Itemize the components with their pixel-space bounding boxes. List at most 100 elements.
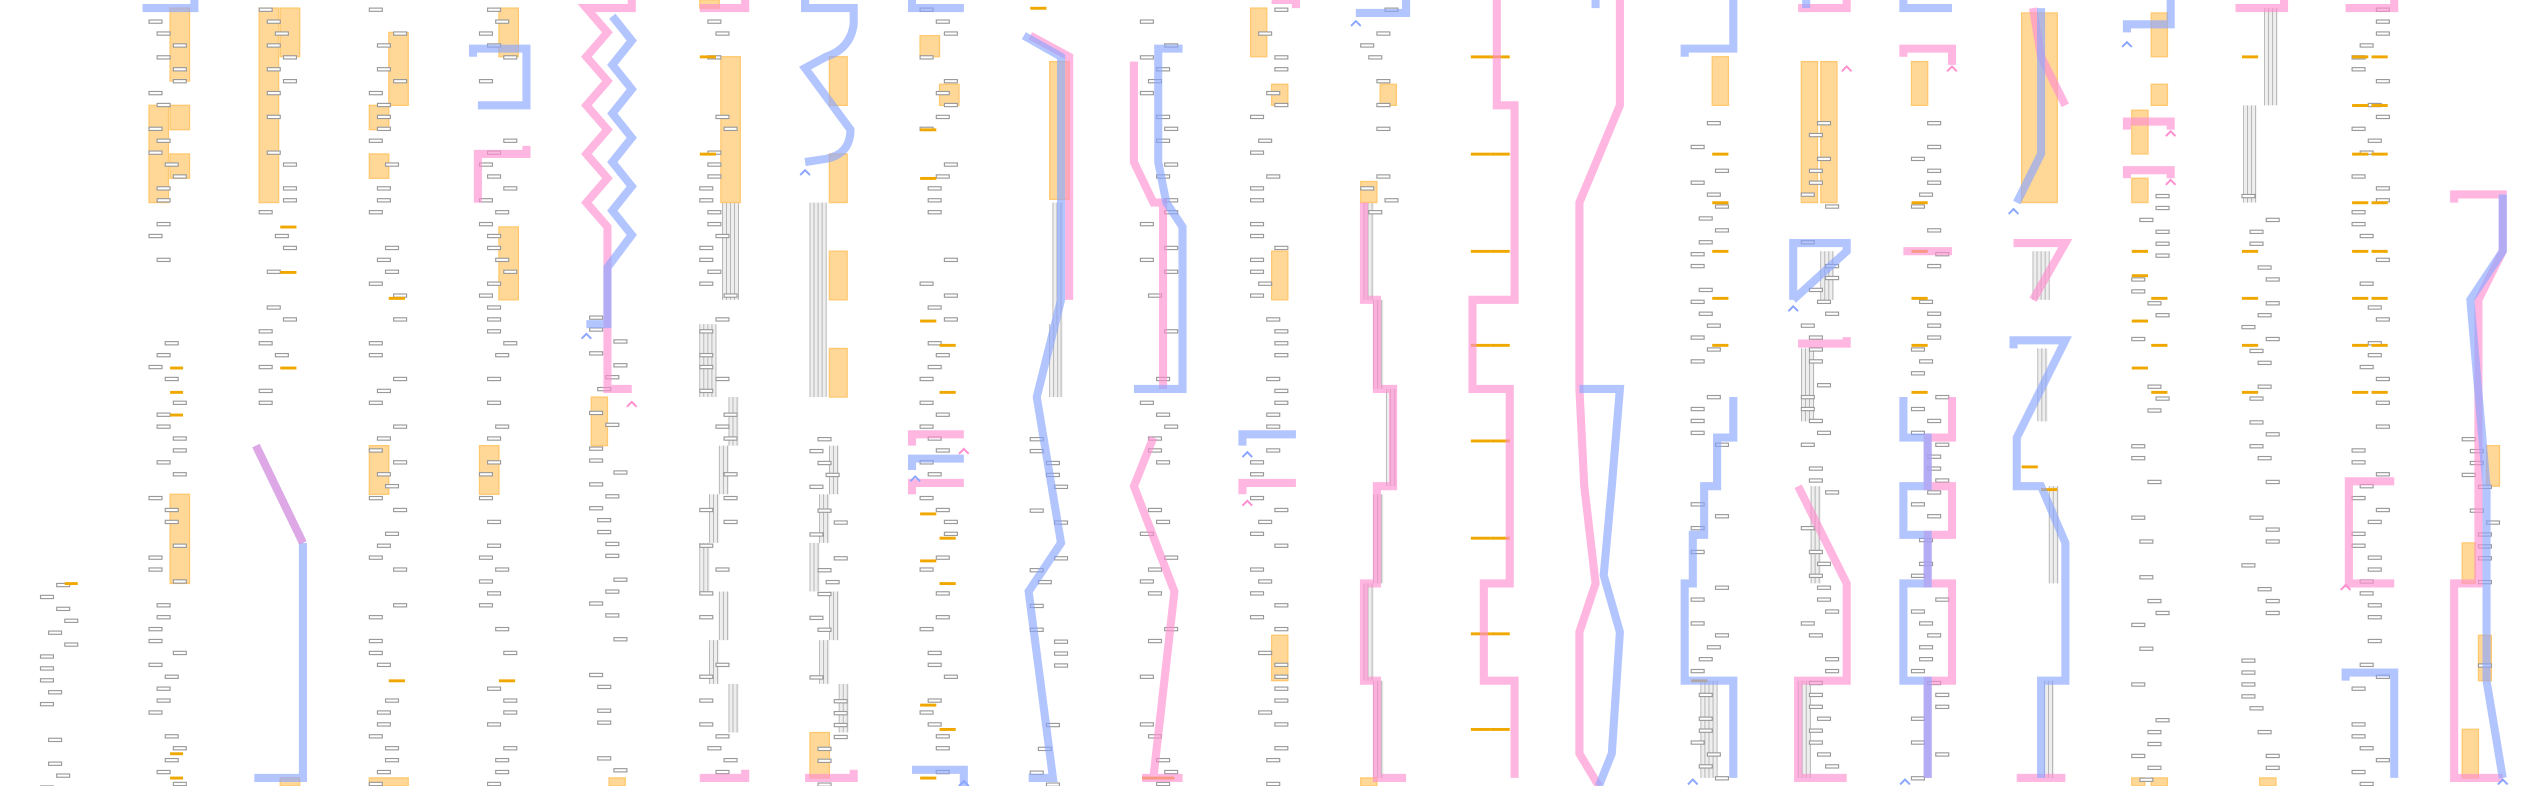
- marker: [384, 757, 400, 763]
- marker: [282, 186, 298, 191]
- marker: [1164, 126, 1179, 132]
- marker: [1808, 466, 1823, 471]
- marker: [943, 102, 958, 108]
- marker: [172, 174, 187, 179]
- pink-track: [1794, 484, 1851, 782]
- orange-dash: [939, 727, 956, 731]
- marker: [1927, 323, 1942, 328]
- marker: [2265, 765, 2280, 771]
- marker: [376, 472, 391, 477]
- marker: [48, 737, 63, 743]
- caret-icon: [2340, 583, 2352, 591]
- marker: [1808, 633, 1823, 638]
- marker: [699, 507, 714, 513]
- marker: [699, 364, 714, 370]
- marker: [1249, 114, 1265, 120]
- marker: [148, 626, 163, 632]
- marker: [148, 662, 163, 668]
- striped-bar: [819, 640, 830, 684]
- marker: [156, 615, 171, 620]
- marker: [1910, 371, 1926, 376]
- marker: [2367, 555, 2382, 560]
- marker: [282, 245, 298, 251]
- marker: [1825, 311, 1840, 316]
- pink-track: [907, 478, 964, 495]
- marker: [943, 31, 958, 36]
- marker: [935, 174, 950, 179]
- orange-dash: [2352, 390, 2369, 394]
- marker: [605, 553, 620, 559]
- orange-dash: [920, 776, 937, 780]
- marker: [156, 198, 171, 203]
- marker: [1698, 728, 1713, 733]
- orange-box: [498, 226, 520, 301]
- marker: [597, 720, 612, 725]
- orange-dash: [2371, 201, 2388, 205]
- marker: [1910, 347, 1926, 352]
- marker: [384, 746, 400, 751]
- marker: [1156, 460, 1171, 465]
- orange-dash: [1911, 343, 1928, 347]
- marker: [2257, 455, 2272, 461]
- marker: [2249, 396, 2264, 401]
- marker: [478, 579, 494, 584]
- marker: [478, 603, 494, 608]
- marker: [809, 615, 824, 621]
- marker: [715, 114, 730, 120]
- marker: [2351, 543, 2366, 548]
- pink-track: [473, 145, 531, 203]
- marker: [478, 31, 494, 36]
- marker: [384, 162, 400, 167]
- marker: [1258, 650, 1273, 656]
- marker: [2351, 460, 2366, 465]
- marker: [148, 233, 163, 239]
- orange-box: [1820, 60, 1838, 204]
- marker: [1274, 245, 1289, 251]
- marker: [2265, 432, 2280, 437]
- marker: [2131, 444, 2146, 449]
- marker: [605, 494, 620, 499]
- caret-icon: [2497, 778, 2509, 786]
- marker: [2351, 67, 2366, 72]
- blue-track: [2013, 8, 2046, 205]
- orange-dash: [2371, 343, 2388, 347]
- orange-dash: [2241, 55, 2259, 59]
- marker: [368, 781, 383, 786]
- orange-dash: [920, 176, 937, 180]
- marker: [1808, 180, 1823, 185]
- orange-dash: [1030, 6, 1047, 10]
- orange-dash: [2151, 296, 2168, 300]
- marker: [1376, 102, 1391, 108]
- marker: [589, 601, 604, 606]
- marker: [478, 293, 494, 298]
- marker: [817, 782, 832, 786]
- marker: [1690, 740, 1705, 745]
- marker: [2147, 741, 2162, 747]
- marker: [1800, 323, 1815, 328]
- marker: [172, 79, 187, 84]
- marker: [1935, 394, 1950, 400]
- marker: [393, 603, 408, 608]
- marker: [1919, 656, 1934, 662]
- marker: [1800, 442, 1815, 447]
- marker: [376, 114, 391, 120]
- marker: [1808, 573, 1823, 578]
- marker: [699, 591, 714, 596]
- marker: [503, 698, 518, 703]
- marker: [2139, 217, 2154, 223]
- orange-box: [2150, 777, 2169, 786]
- marker: [919, 710, 934, 715]
- marker: [2351, 531, 2366, 537]
- blue-track: [907, 454, 964, 470]
- caret-icon: [1350, 19, 1362, 27]
- orange-dash: [1470, 536, 1491, 540]
- marker: [597, 517, 612, 523]
- marker: [2359, 781, 2374, 786]
- marker: [2351, 126, 2366, 132]
- marker: [825, 472, 840, 478]
- marker: [1927, 335, 1942, 340]
- striped-bar: [709, 640, 720, 684]
- orange-dash: [1490, 727, 1510, 731]
- marker: [1706, 645, 1721, 650]
- marker: [2249, 444, 2264, 449]
